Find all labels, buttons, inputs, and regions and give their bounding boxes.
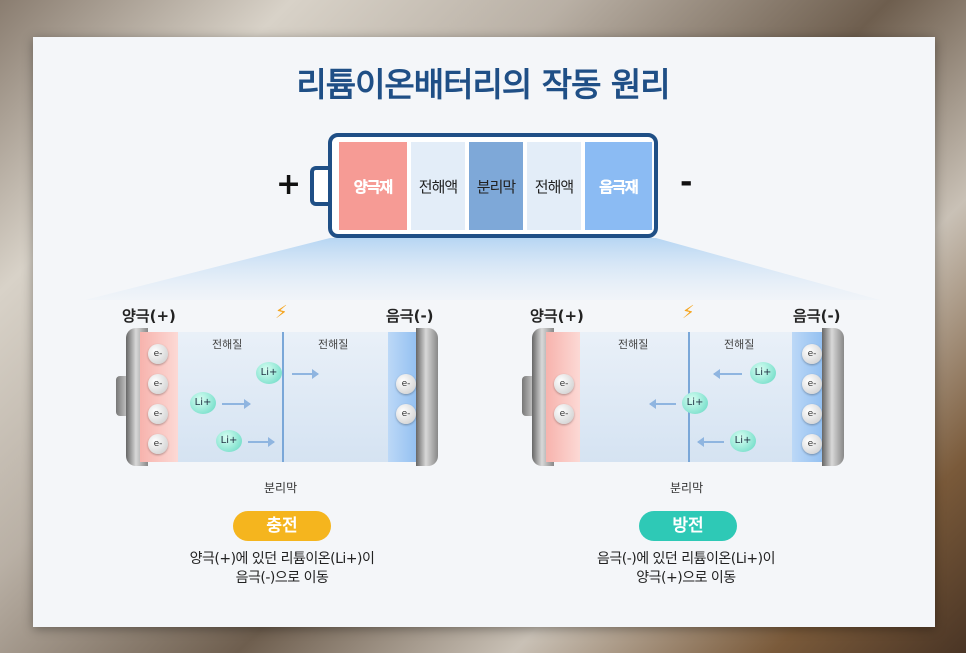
discharge-cathode-label: 양극(+) xyxy=(530,307,584,325)
battery-terminal xyxy=(310,166,332,206)
plus-sign: + xyxy=(276,167,302,202)
charge-description: 양극(+)에 있던 리튬이온(Li+)이 음극(-)으로 이동 xyxy=(132,550,432,588)
page-title: 리튬이온배터리의 작동 원리 xyxy=(296,65,670,104)
electron: e- xyxy=(554,404,574,424)
minus-sign: - xyxy=(680,165,693,200)
electron: e- xyxy=(554,374,574,394)
segment-cathode: 양극재 xyxy=(339,142,407,230)
discharge-cathode xyxy=(546,332,580,462)
charge-separator-label: 분리막 xyxy=(264,481,298,495)
discharge-anode-label: 음극(-) xyxy=(793,307,841,325)
lithium-ion: Li+ xyxy=(256,362,282,384)
discharge-separator-label: 분리막 xyxy=(670,481,704,495)
discharge-electrolyte-right: 전해질 xyxy=(724,338,755,351)
electron: e- xyxy=(802,374,822,394)
lithium-ion: Li+ xyxy=(750,362,776,384)
lithium-ion: Li+ xyxy=(682,392,708,414)
arrow-left xyxy=(697,437,724,447)
discharge-cell: 전해질 전해질 e- e- e- e- e- e- Li+ Li+ Li+ xyxy=(522,328,844,466)
electron: e- xyxy=(802,434,822,454)
electron: e- xyxy=(802,404,822,424)
segment-anode: 음극재 xyxy=(585,142,652,230)
charge-badge: 충전 xyxy=(233,511,331,541)
charge-desc-line1: 양극(+)에 있던 리튬이온(Li+)이 xyxy=(189,551,375,567)
charge-electrolyte-right: 전해질 xyxy=(318,338,349,351)
lithium-ion: Li+ xyxy=(216,430,242,452)
charge-desc-line2: 음극(-)으로 이동 xyxy=(235,570,329,586)
arrow-right xyxy=(248,437,275,447)
lithium-ion: Li+ xyxy=(730,430,756,452)
lithium-ion: Li+ xyxy=(190,392,216,414)
discharge-electrolyte-left: 전해질 xyxy=(618,338,649,351)
charge-cathode-label: 양극(+) xyxy=(122,307,176,325)
discharge-cell-nub xyxy=(522,376,534,416)
arrow-left xyxy=(649,399,676,409)
charge-bolt-icon: ⚡ xyxy=(275,302,288,323)
charge-electrolyte-left: 전해질 xyxy=(212,338,243,351)
discharge-desc-line2: 양극(+)으로 이동 xyxy=(636,570,736,586)
discharge-cell-cap-right xyxy=(822,328,844,466)
discharge-desc-line1: 음극(-)에 있던 리튬이온(Li+)이 xyxy=(596,551,776,567)
electron: e- xyxy=(802,344,822,364)
electron: e- xyxy=(396,404,416,424)
electron: e- xyxy=(148,344,168,364)
electron: e- xyxy=(148,404,168,424)
charge-cell-cap-right xyxy=(416,328,438,466)
electron: e- xyxy=(148,434,168,454)
discharge-badge: 방전 xyxy=(639,511,737,541)
arrow-left xyxy=(713,369,742,379)
segment-electrolyte-1: 전해액 xyxy=(411,142,465,230)
electron: e- xyxy=(396,374,416,394)
charge-cell-nub xyxy=(116,376,128,416)
charge-separator xyxy=(282,332,284,462)
segment-electrolyte-2: 전해액 xyxy=(527,142,581,230)
segment-separator: 분리막 xyxy=(469,142,523,230)
charge-anode-label: 음극(-) xyxy=(386,307,434,325)
arrow-right xyxy=(292,369,319,379)
discharge-bolt-icon: ⚡ xyxy=(682,302,695,323)
arrow-right xyxy=(222,399,251,409)
charge-cell: 전해질 전해질 e- e- e- e- e- e- Li+ Li+ Li+ xyxy=(116,328,438,466)
electron: e- xyxy=(148,374,168,394)
discharge-description: 음극(-)에 있던 리튬이온(Li+)이 양극(+)으로 이동 xyxy=(536,550,836,588)
